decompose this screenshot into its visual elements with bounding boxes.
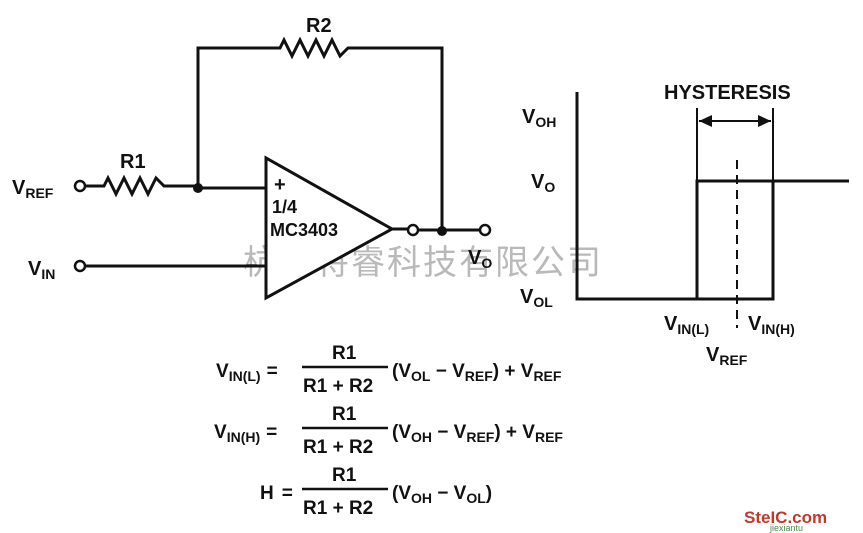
vo-axis-label: VO [531, 171, 555, 195]
site-logo: SteIC.com jiexiantu [744, 508, 827, 533]
arrow-right-icon [758, 115, 771, 127]
minus-sign: − [246, 255, 258, 277]
vin-terminal [73, 259, 87, 273]
logo-text: SteIC.com [744, 508, 827, 527]
eq1-numerator: R1 [332, 343, 357, 364]
r1-label: R1 [120, 151, 146, 173]
vref-axis-label: VREF [706, 344, 748, 368]
equation-vin-low: VIN(L)= R1 R1 + R2 (VOL − VREF) + VREF [216, 343, 562, 397]
eq2-lhs: VIN(H)= [214, 422, 277, 445]
voh-label: VOH [522, 106, 556, 130]
hysteresis-graph: HYSTERESIS VOH VO VOL VIN(L) VIN(H) VREF [520, 82, 849, 368]
vref-terminal [73, 179, 87, 193]
arrow-left-icon [699, 115, 712, 127]
vol-label: VOL [520, 286, 553, 310]
opamp-output-pin [406, 223, 420, 237]
r2-feedback [196, 36, 444, 231]
eq3-lhs: H= [260, 483, 293, 504]
opamp-part-label: MC3403 [270, 220, 338, 240]
hysteresis-loop [695, 179, 775, 301]
eq1-lhs: VIN(L)= [216, 361, 278, 384]
vin-high-label: VIN(H) [748, 313, 795, 337]
eq2-numerator: R1 [332, 404, 357, 425]
plus-sign: + [274, 174, 286, 196]
eq2-rhs: (VOH − VREF) + VREF [392, 422, 563, 445]
logo-subtext: jiexiantu [769, 523, 803, 533]
opamp-triangle [264, 155, 396, 301]
eq3-rhs: (VOH − VOL) [392, 483, 492, 506]
eq3-numerator: R1 [332, 465, 357, 486]
eq1-denominator: R1 + R2 [303, 376, 373, 397]
vref-label: VREF [12, 177, 54, 201]
hysteresis-title: HYSTERESIS [664, 82, 791, 104]
opamp-fraction-label: 1/4 [272, 197, 297, 217]
r1-resistor [85, 174, 198, 198]
eq1-rhs: (VOL − VREF) + VREF [392, 361, 562, 384]
eq2-denominator: R1 + R2 [303, 437, 373, 458]
eq3-denominator: R1 + R2 [303, 498, 373, 519]
equation-hysteresis: H= R1 R1 + R2 (VOH − VOL) [260, 465, 492, 519]
graph-axis-and-low-level [575, 92, 697, 301]
hysteresis-extension-lines [696, 108, 774, 181]
output-terminal [478, 223, 492, 237]
vo-label: VO [468, 247, 492, 271]
r2-label: R2 [306, 15, 332, 37]
vin-label: VIN [28, 258, 55, 282]
equation-vin-high: VIN(H)= R1 R1 + R2 (VOH − VREF) + VREF [214, 404, 563, 458]
vin-low-label: VIN(L) [664, 313, 709, 337]
junction-node-output [437, 226, 447, 236]
circuit: R2 R1 VREF VIN VO + 1/4 MC3403 − [12, 15, 492, 301]
